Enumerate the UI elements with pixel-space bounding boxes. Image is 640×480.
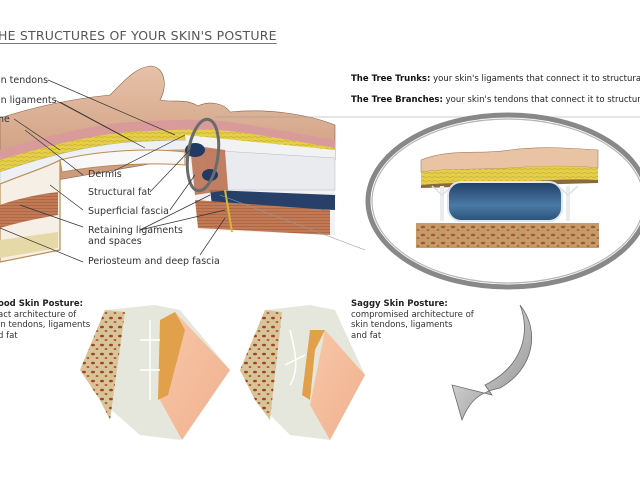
label-periosteum: Periosteum and deep fascia (88, 256, 220, 267)
leader-lines (0, 79, 226, 263)
good-posture-heading: ood Skin Posture: (0, 299, 84, 309)
label-retaining-ligaments: Retaining ligaments (88, 225, 183, 236)
zoomed-detail-oval (365, 112, 640, 290)
label-skin-ligaments: in ligaments (0, 95, 57, 106)
label-structural-fat: Structural fat (88, 187, 151, 198)
saggy-posture-illustration (240, 305, 365, 440)
label-skin-tendons: in tendons (0, 75, 49, 86)
label-bone: ne (0, 114, 10, 125)
label-superficial-fascia: Superficial fascia (88, 206, 169, 217)
tree-branches-description: The Tree Branches: your skin's tendons t… (351, 95, 640, 106)
tree-branches-term: The Tree Branches: (351, 95, 443, 105)
saggy-posture-caption: Saggy Skin Posture: compromised architec… (351, 299, 474, 341)
good-posture-illustration (80, 305, 230, 440)
good-posture-line-1: act architecture of (0, 309, 77, 320)
saggy-posture-line-2: skin tendons, ligaments (351, 320, 453, 330)
good-posture-line-3: d fat (0, 330, 18, 341)
face-cross-section (0, 65, 640, 263)
tree-trunks-term: The Tree Trunks: (351, 74, 431, 84)
label-dermis: Dermis (88, 169, 122, 180)
label-retaining-spaces: and spaces (88, 236, 142, 247)
good-posture-caption: ood Skin Posture: act architecture of in… (0, 299, 90, 341)
tree-trunks-text: your skin's ligaments that connect it to… (430, 74, 640, 84)
saggy-posture-line-3: and fat (351, 330, 382, 341)
tree-trunks-description: The Tree Trunks: your skin's ligaments t… (351, 74, 640, 85)
page-title: HE STRUCTURES OF YOUR SKIN'S POSTURE (0, 28, 277, 43)
good-posture-line-2: in tendons, ligaments (0, 320, 91, 330)
curved-arrow-icon (451, 304, 533, 422)
magnifier-ring-icon (185, 117, 221, 193)
tree-branches-text: your skin's tendons that connect it to s… (442, 95, 640, 105)
saggy-posture-line-1: compromised architecture of (351, 309, 474, 320)
saggy-posture-heading: Saggy Skin Posture: (351, 299, 448, 309)
